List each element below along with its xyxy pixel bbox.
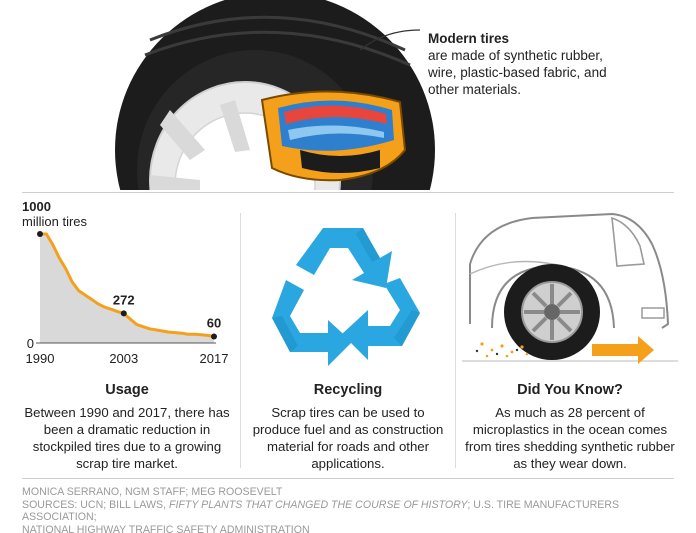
chart-point-start [37,231,43,237]
chart-x-tick-label: 1990 [26,351,55,366]
chart-area [40,234,214,343]
caption-leader-line [359,29,421,51]
chart-data-label: 60 [207,315,221,330]
credit-line: MONICA SERRANO, NGM STAFF; MEG ROOSEVELT [22,486,283,498]
column-divider-1 [240,213,241,468]
chart-line [40,232,215,338]
chart-y-max-label: 1000 [22,199,51,214]
direction-arrow-icon [592,336,654,364]
chart-point-annotation [120,310,127,317]
usage-body: Between 1990 and 2017, there has been a … [24,405,230,471]
source-credits: MONICA SERRANO, NGM STAFF; MEG ROOSEVELT… [22,486,682,533]
tire-cutaway-illustration [115,0,435,190]
chart-x-tick-label: 2003 [109,351,138,366]
column-divider-2 [455,213,456,468]
chart-x-tick-label: 2017 [200,351,229,366]
tire-caption: Modern tires are made of synthetic rubbe… [428,30,628,98]
recycling-panel: Recycling Scrap tires can be used to pro… [248,198,448,471]
sources-book-title: FIFTY PLANTS THAT CHANGED THE COURSE OF … [168,498,468,511]
didyouknow-body: As much as 28 percent of microplastics i… [465,405,675,471]
recycling-title: Recycling [313,382,383,398]
sources-line-3: NATIONAL HIGHWAY TRAFFIC SAFETY ADMINIST… [22,523,310,533]
usage-title: Usage [105,382,149,398]
chart-point-annotation [211,333,217,340]
top-divider [22,192,674,193]
tire-caption-body: are made of synthetic rubber, wire, plas… [428,48,607,97]
sources-line: SOURCES: UCN; BILL LAWS, FIFTY PLANTS TH… [22,499,682,524]
recycling-body: Scrap tires can be used to produce fuel … [252,405,444,471]
didyouknow-title: Did You Know? [517,382,623,398]
tire-section: Modern tires are made of synthetic rubbe… [0,0,696,192]
chart-y-tick-label: 0 [27,336,34,351]
didyouknow-panel: Did You Know? As much as 28 percent of m… [462,198,678,471]
bottom-divider [22,478,674,479]
microplastic-particles [480,342,529,358]
tire-caption-title: Modern tires [428,31,510,46]
chart-y-unit-label: million tires [22,214,88,229]
sources-line-post: ; U.S. TIRE MANUFACTURERS ASSOCIATION; [22,498,620,524]
recycle-icon [272,228,420,366]
car-wheel-illustration [462,212,678,364]
sources-line-pre: SOURCES: UCN; BILL LAWS, [22,498,169,511]
chart-data-label: 272 [113,292,135,307]
usage-area-chart: 1000 million tires 272 60 1990 2003 2017 0 [22,199,229,366]
